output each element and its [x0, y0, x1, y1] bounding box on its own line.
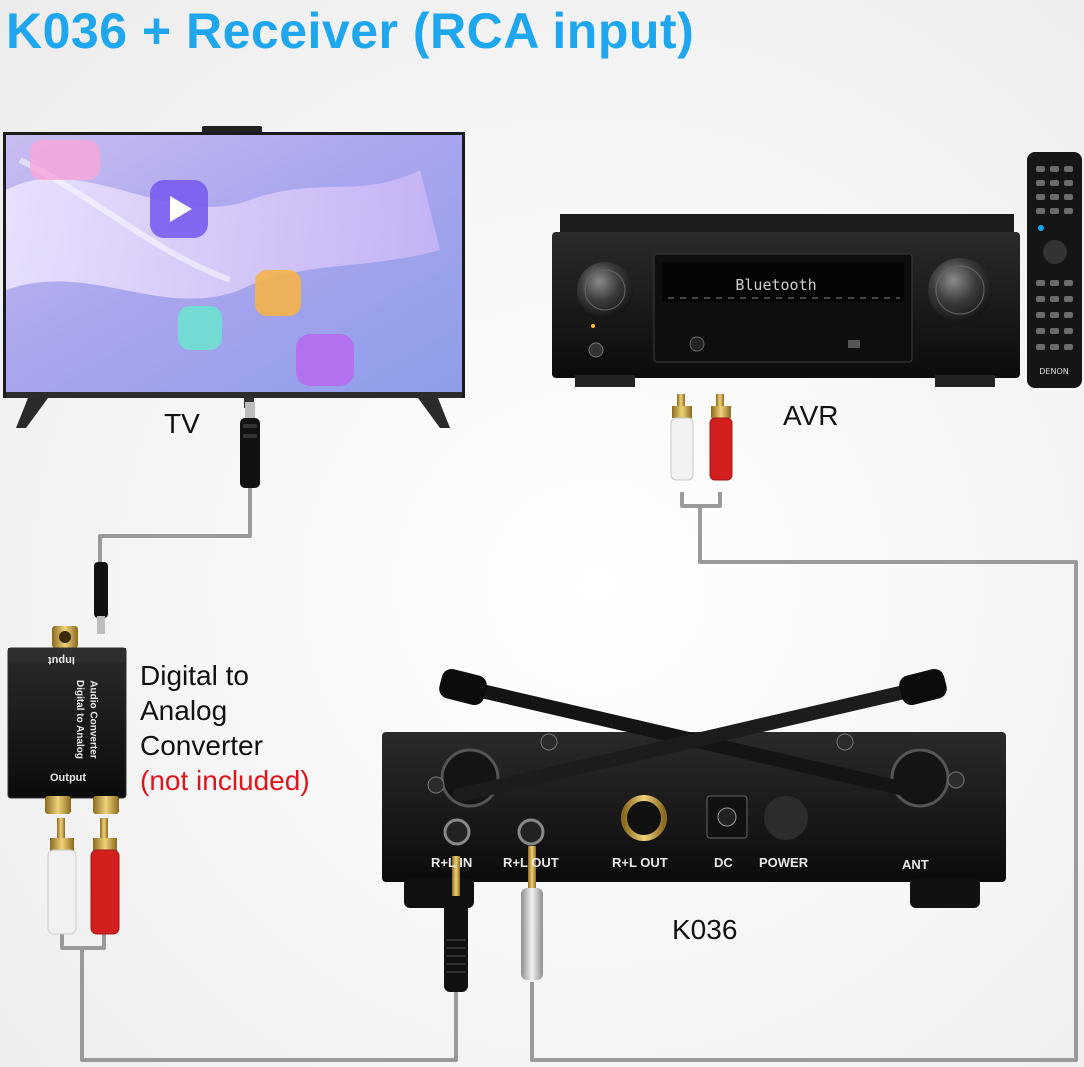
k036-rl-out-label: R+L OUT: [612, 855, 668, 870]
dac-side-text-2: Audio Converter: [87, 680, 99, 759]
dac-label-line3: Converter: [140, 730, 263, 761]
dac-side-text-1: Digital to Analog: [74, 679, 86, 760]
tv-illustration: [3, 126, 465, 428]
jack-plugs-k036: [444, 846, 543, 992]
dac-not-included-note: (not included): [140, 765, 310, 796]
k036-rl-in-label: R+L IN: [431, 855, 473, 870]
cables: [60, 486, 1078, 1062]
page-title: K036 + Receiver (RCA input): [6, 3, 695, 59]
tv-label: TV: [164, 408, 200, 439]
dac-label-line2: Analog: [140, 695, 228, 726]
avr-label: AVR: [783, 400, 839, 431]
optical-cable: [98, 486, 252, 566]
k036-illustration: [382, 669, 1006, 908]
k036-dc-label: DC: [714, 855, 733, 870]
remote-illustration: DENON: [1027, 152, 1082, 388]
avr-display-text: Bluetooth: [735, 276, 816, 294]
dac-label-line1: Digital to: [140, 660, 249, 691]
k036-label: K036: [672, 914, 738, 945]
avr-illustration: Bluetooth: [552, 214, 1020, 387]
rca-plugs-avr: [670, 394, 733, 481]
optical-plug-tv: [240, 402, 260, 488]
dac-output-text: Output: [50, 772, 87, 784]
rca-cable-avr: [530, 492, 1078, 1062]
k036-rl-out-small-label: R+L OUT: [503, 855, 559, 870]
dac-label: Digital to Analog Converter (not include…: [140, 658, 310, 798]
dac-input-text: Input: [48, 654, 75, 666]
rca-plugs-dac: [47, 818, 120, 935]
rca-cable-dac: [60, 930, 458, 1062]
remote-brand-text: DENON: [1039, 367, 1068, 376]
k036-power-label: POWER: [759, 855, 809, 870]
k036-ant-label: ANT: [902, 857, 929, 872]
dac-illustration: [7, 562, 127, 814]
